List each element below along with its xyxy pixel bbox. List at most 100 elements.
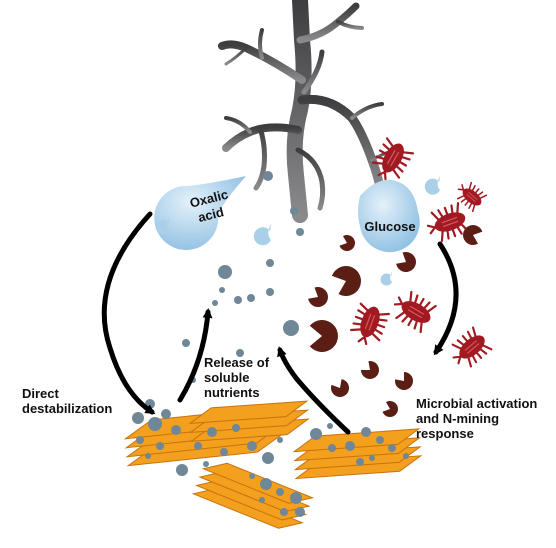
nutrient-particle [247,294,255,302]
direct-label-line-1: Direct [22,386,59,401]
surface-particle [290,492,302,504]
enzyme [396,252,416,272]
nutrient-particle [182,339,190,347]
surface-particle [156,442,164,450]
surface-particle [232,424,240,432]
microbe [393,290,437,334]
surface-particle [249,473,255,479]
surface-particle [277,437,283,443]
small-droplets [155,175,440,286]
enzyme [361,361,379,379]
surface-particle [276,488,284,496]
surface-particle [145,453,151,459]
mineral-layer [188,400,309,424]
microbe [456,181,488,213]
microbial-label-line-2: and N-mining [416,411,500,426]
glucose-droplet: Glucose [358,179,420,253]
release-arrow-right [277,346,351,435]
plant-root [218,0,398,223]
enzyme [339,235,355,251]
nutrient-particle [266,288,274,296]
nutrient-particle [218,265,232,279]
microbes [350,137,493,368]
oxalic-acid-label-2: acid [196,204,225,225]
enzyme [463,225,483,245]
release-label: Release of soluble nutrients [204,355,269,400]
surface-particle [345,441,355,451]
microbial-label-line-3: response [416,426,474,441]
microbe [350,302,390,346]
surface-particle [295,507,305,517]
surface-particle [403,453,409,459]
mineral-layer [201,462,315,504]
oxalic-acid-droplet: Oxalic acid [154,176,246,250]
surface-particle [136,436,144,444]
enzyme [331,266,361,296]
surface-particle [369,455,375,461]
microbe [371,137,415,181]
surface-particle [148,417,162,431]
surface-particle [262,452,274,464]
surface-particle [327,423,333,429]
droplet [253,223,271,246]
surface-particle [260,478,272,490]
release-label-line-3: nutrients [204,385,260,400]
enzyme [382,401,398,417]
surface-particle [220,448,228,456]
release-label-line-1: Release of [204,355,270,370]
glucose-label: Glucose [364,219,415,234]
surface-particle [388,444,396,452]
enzymes [308,225,483,417]
enzyme [395,372,413,390]
microbial-label-line-1: Microbial activation [416,396,538,411]
process-arrows [101,211,459,435]
surface-particle [328,444,336,452]
nutrient-particle [212,300,218,306]
soluble-nutrient-particles [182,171,304,383]
nutrient-particle [296,228,304,236]
nutrient-particle [290,207,298,215]
microbial-activation-label: Microbial activation and N-mining respon… [416,396,537,441]
nutrient-particle [234,296,242,304]
surface-particle [203,461,209,467]
droplet [380,271,392,286]
mineral-associated-particles [132,399,409,517]
direct-label-line-2: destabilization [22,401,113,416]
surface-particle [207,427,217,437]
nutrient-particle [266,259,274,267]
surface-particle [280,508,288,516]
surface-particle [161,409,171,419]
surface-particle [259,497,265,503]
surface-particle [361,427,371,437]
nutrient-particle [283,320,299,336]
surface-particle [310,428,322,440]
microbial-activation-arrow [433,241,459,356]
direct-destabilization-label: Direct destabilization [22,386,112,416]
surface-particle [171,425,181,435]
microbe [451,326,493,368]
direct-destabilization-arrow [101,211,156,415]
mineral-stacks [123,400,423,529]
enzyme [331,379,349,397]
nutrient-particle [236,349,244,357]
droplet [155,217,169,235]
surface-particle [194,442,202,450]
surface-particle [356,458,364,466]
mineral-stack [191,462,315,529]
enzyme [308,287,328,307]
enzyme [309,320,338,353]
surface-particle [132,412,144,424]
mineral-layer [292,428,421,453]
nutrient-particle [219,287,225,293]
release-arrow-left [177,308,213,403]
surface-particle [176,464,188,476]
nutrient-particle [263,171,273,181]
surface-particle [376,436,384,444]
release-label-line-2: soluble [204,370,250,385]
surface-particle [247,441,257,451]
mineral-stack [292,428,423,480]
microbe [426,202,470,242]
droplet [424,175,440,195]
